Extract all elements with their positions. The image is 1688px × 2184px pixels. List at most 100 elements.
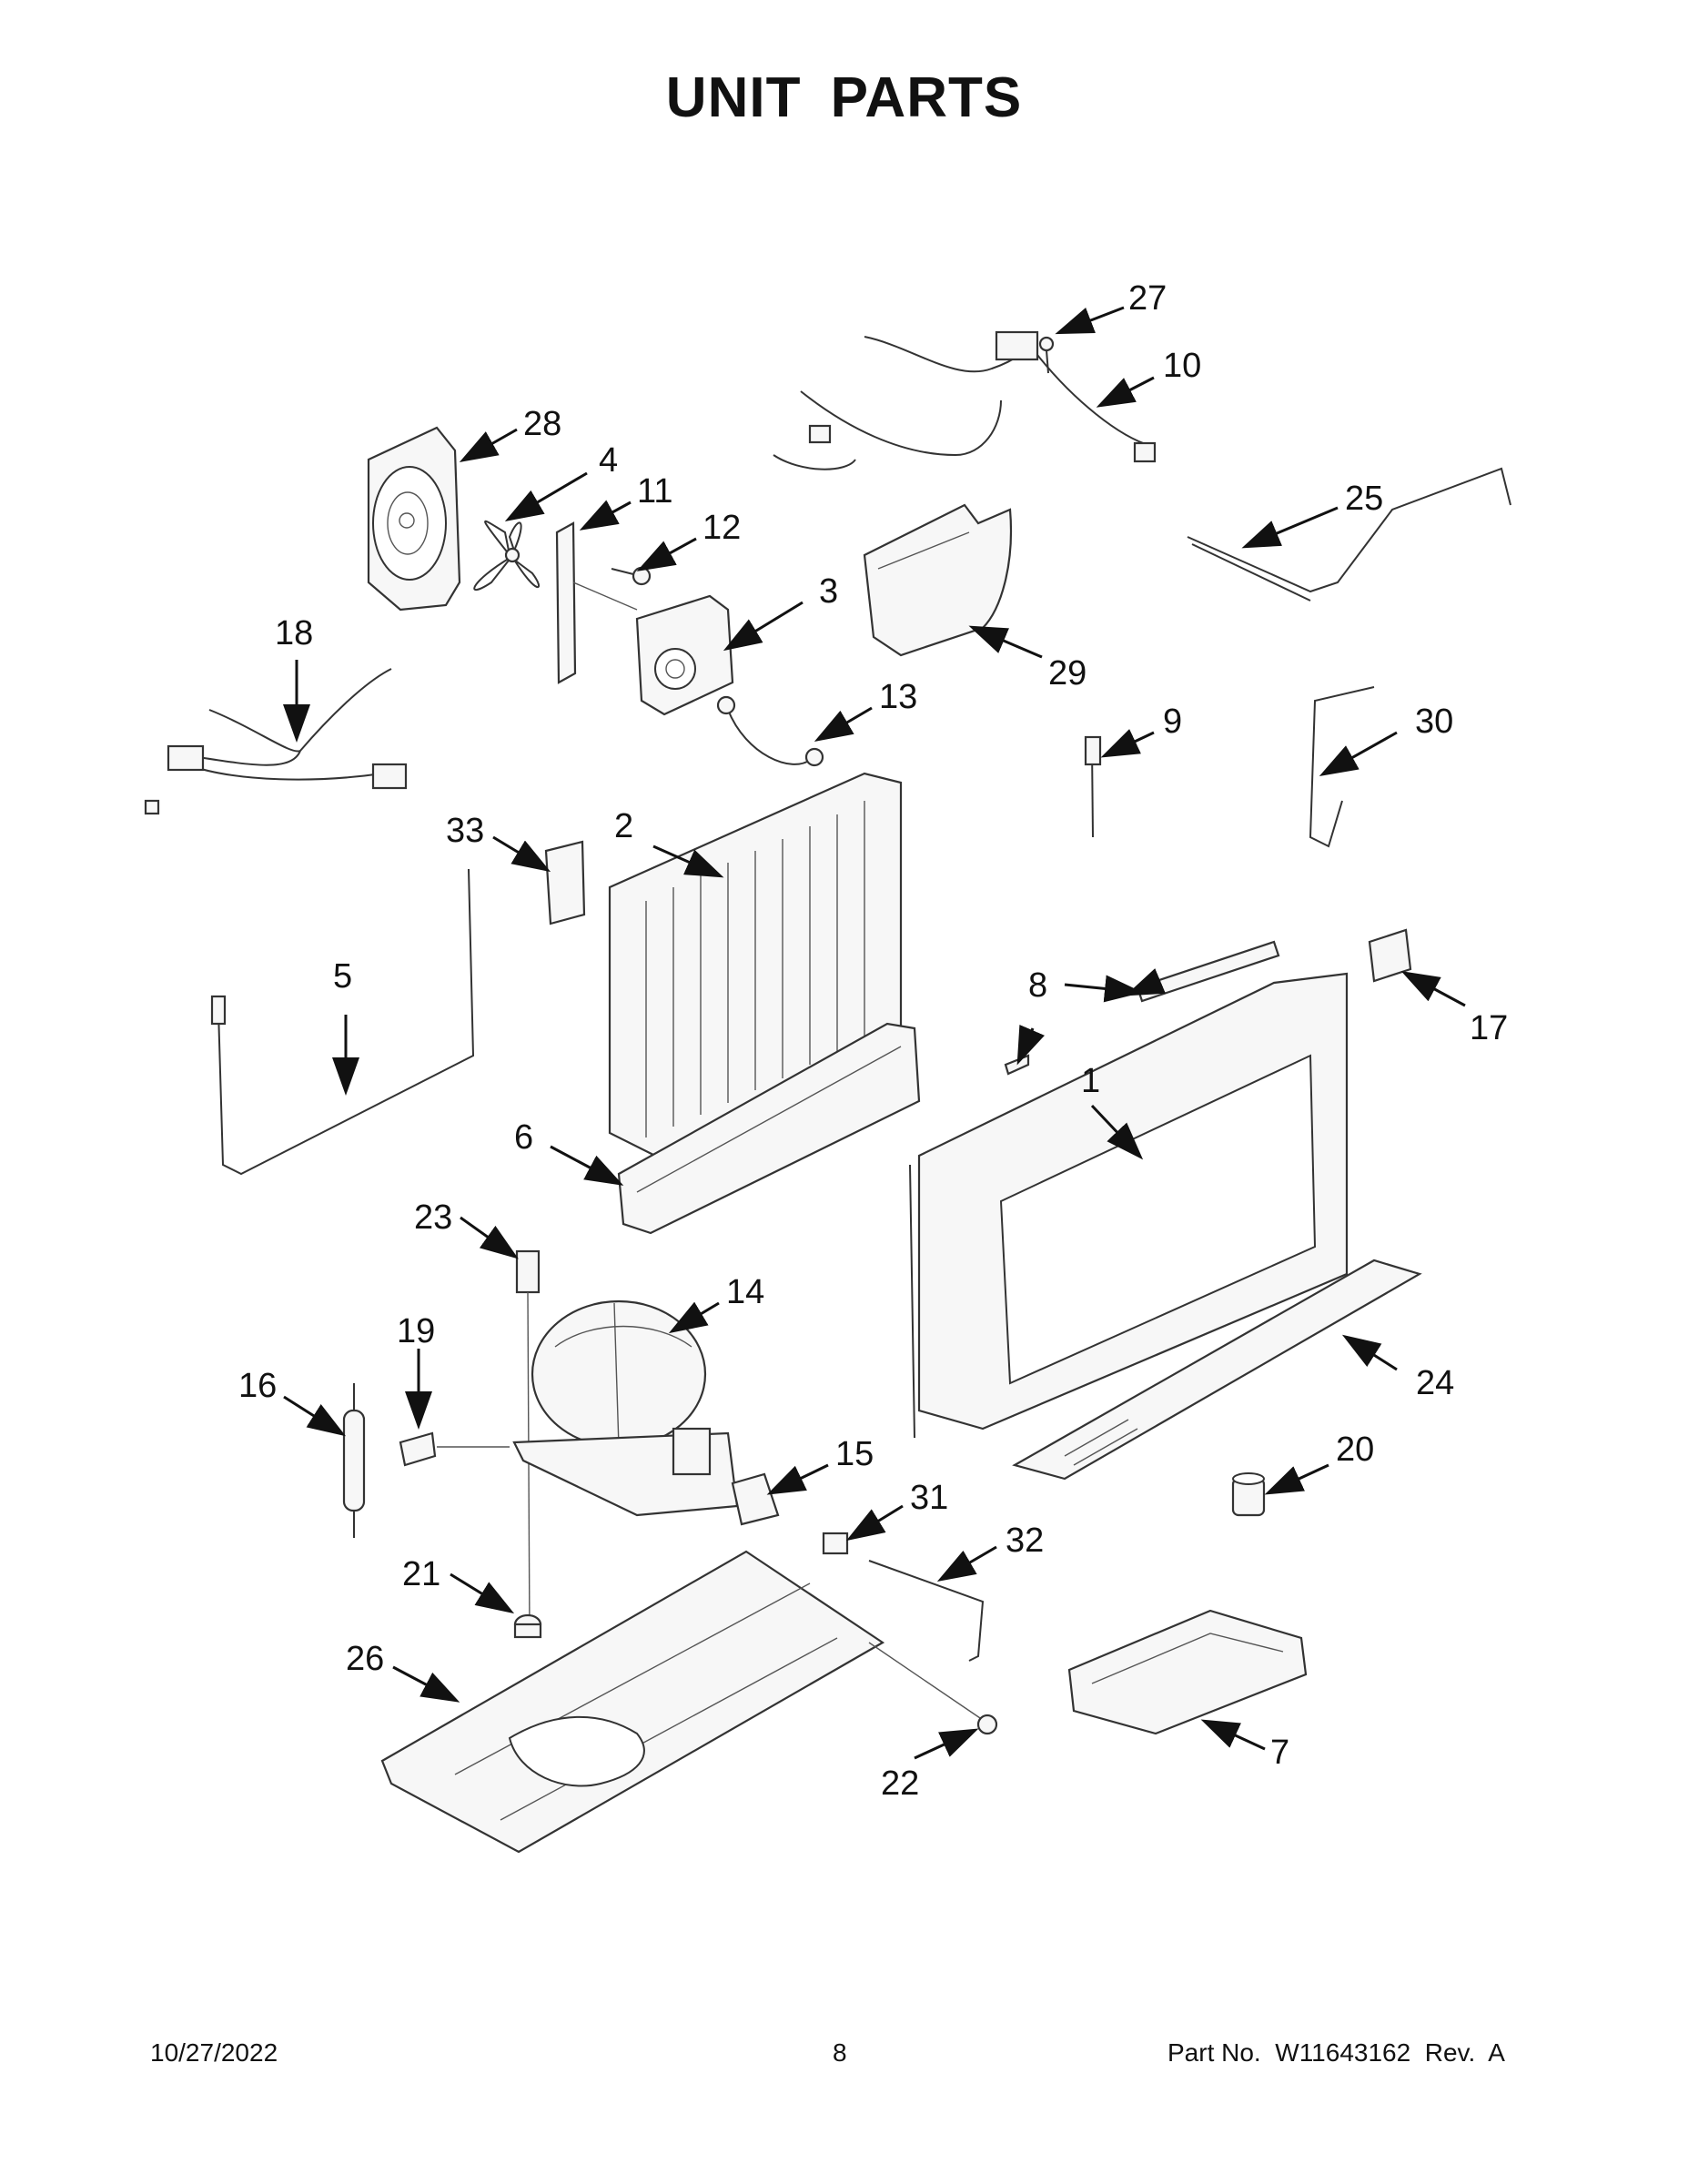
part-27-screw: [1038, 336, 1055, 374]
part-16-drier: [342, 1383, 366, 1538]
arrow-6: [550, 1145, 624, 1186]
callout-15: 15: [835, 1435, 874, 1473]
arrow-31: [845, 1504, 904, 1542]
part-23-valve: [515, 1249, 541, 1639]
footer-part-number: Part No. W11643162 Rev. A: [1167, 2038, 1505, 2067]
part-20-foot: [1231, 1472, 1266, 1517]
part-19-clip: [399, 1431, 510, 1467]
part-12-screw: [611, 566, 652, 586]
callout-18: 18: [275, 614, 313, 652]
part-28-fan-shroud: [367, 426, 461, 612]
part-30-tube: [1309, 686, 1375, 848]
part-3-fan-motor: [635, 594, 734, 716]
arrow-14: [668, 1301, 720, 1334]
callout-28: 28: [523, 405, 561, 443]
callout-31: 31: [910, 1479, 948, 1517]
arrow-17: [1400, 971, 1466, 1007]
part-32-tube: [868, 1560, 985, 1662]
footer-page-number: 8: [833, 2038, 847, 2067]
part-22-screw: [976, 1714, 998, 1735]
arrow-8: [1064, 975, 1143, 1003]
arrow-3: [723, 601, 804, 652]
callout-numbers: 1 2 3 4 5 6 7 8 9 10 11 12 13 14 15 16 1…: [238, 279, 1508, 1803]
arrow-27: [1055, 306, 1125, 335]
callout-16: 16: [238, 1367, 277, 1405]
callout-20: 20: [1336, 1431, 1374, 1469]
arrow-9: [1100, 729, 1155, 758]
part-33-clip: [544, 840, 586, 925]
callout-13: 13: [879, 678, 917, 716]
part-29-duct: [863, 503, 1013, 657]
part-25-tube: [1187, 467, 1511, 602]
callout-19: 19: [397, 1312, 435, 1350]
callout-11: 11: [637, 472, 672, 511]
arrow-21: [450, 1572, 515, 1614]
callout-21: 21: [402, 1555, 440, 1593]
part-17-control-board: [1368, 928, 1412, 983]
arrow-26: [392, 1665, 460, 1703]
arrow-30: [1319, 731, 1398, 776]
part-24-condenser-cover: [1012, 1259, 1422, 1481]
footer-date: 10/27/2022: [150, 2038, 278, 2067]
arrow-23: [460, 1216, 519, 1259]
arrow-16: [283, 1395, 347, 1437]
part-6-drain-trough: [617, 1022, 921, 1235]
arrow-25: [1241, 506, 1339, 549]
callout-6: 6: [514, 1118, 533, 1157]
arrow-32: [936, 1545, 997, 1582]
arrow-1b: [1090, 1104, 1144, 1160]
part-18-harness: [144, 668, 408, 815]
callout-9: 9: [1163, 703, 1182, 741]
callout-30: 30: [1415, 703, 1453, 741]
part-26-base-plate: [380, 1550, 984, 1854]
callout-25: 25: [1345, 480, 1383, 518]
part-21-grommet: [513, 1613, 542, 1639]
arrow-24: [1341, 1334, 1398, 1371]
callout-32: 32: [1006, 1522, 1044, 1560]
part-5-tube: [210, 868, 475, 1176]
callout-27: 27: [1128, 279, 1167, 318]
callout-23: 23: [414, 1198, 452, 1237]
part-10-wiring-harness: [773, 330, 1157, 470]
callout-33: 33: [446, 812, 484, 850]
callout-24: 24: [1416, 1364, 1454, 1402]
part-31-cap: [822, 1532, 849, 1555]
callout-4: 4: [599, 441, 618, 480]
part-9-sensor: [1084, 735, 1102, 838]
arrow-12: [636, 537, 697, 571]
callout-14: 14: [726, 1273, 764, 1311]
arrow-22: [914, 1728, 979, 1760]
callout-29: 29: [1048, 654, 1087, 693]
arrow-15: [766, 1463, 829, 1495]
callout-3: 3: [819, 572, 838, 611]
arrow-13: [814, 706, 873, 743]
part-11-bracket: [555, 521, 638, 684]
arrow-11: [579, 500, 632, 531]
callout-7: 7: [1270, 1734, 1289, 1772]
callout-12: 12: [702, 509, 741, 547]
page-title: UNIT PARTS: [665, 66, 1023, 129]
arrow-28: [459, 428, 518, 462]
callout-2: 2: [614, 807, 633, 845]
callout-22: 22: [881, 1764, 919, 1803]
part-4-fan-blade: [473, 520, 540, 592]
arrow-29: [968, 625, 1043, 659]
callout-10: 10: [1163, 347, 1201, 385]
callout-5: 5: [333, 957, 352, 996]
callout-arrows: [283, 306, 1466, 1760]
part-14-compressor: [512, 1299, 739, 1517]
part-7-drain-pan: [1067, 1609, 1308, 1735]
arrow-20: [1264, 1463, 1329, 1495]
part-1-rear-panel: [909, 972, 1349, 1439]
arrow-4: [504, 471, 588, 522]
arrow-10: [1096, 376, 1155, 408]
arrow-7: [1200, 1719, 1266, 1751]
part-15-relay: [731, 1472, 780, 1526]
callout-1: 1: [1081, 1062, 1100, 1100]
callout-17: 17: [1470, 1009, 1508, 1047]
callout-26: 26: [346, 1640, 384, 1678]
callout-8: 8: [1028, 966, 1047, 1005]
part-13-motor-harness: [716, 695, 824, 767]
arrow-2: [652, 844, 724, 878]
